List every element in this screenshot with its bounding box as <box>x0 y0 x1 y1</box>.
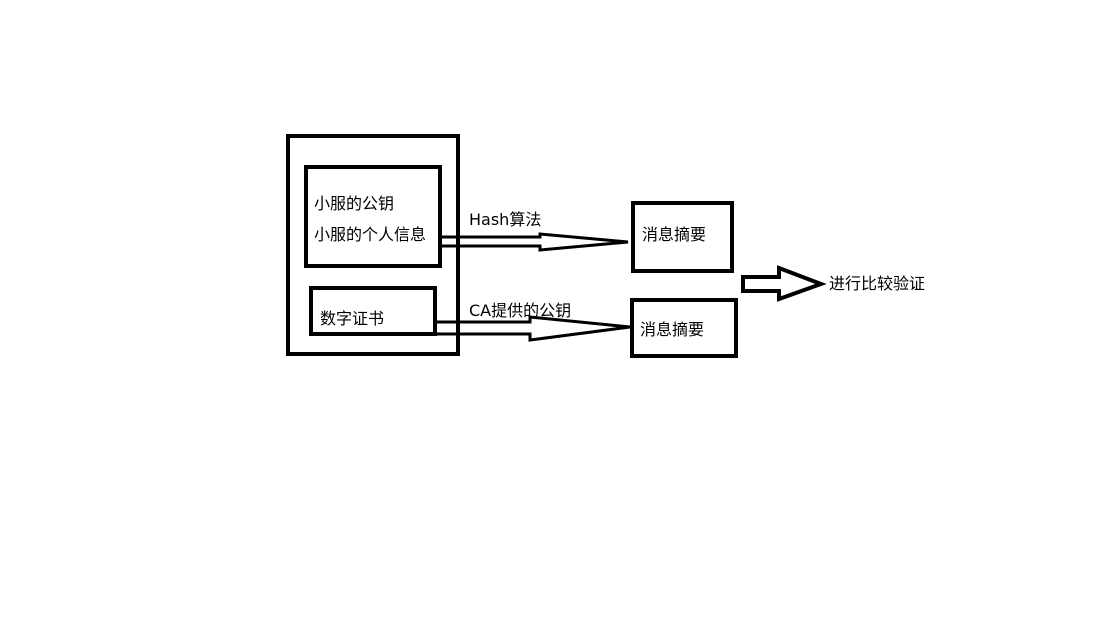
compare-arrow <box>741 265 827 302</box>
certificate-label: 数字证书 <box>320 309 385 328</box>
hash-arrow <box>438 232 629 252</box>
certificate-box <box>309 286 437 336</box>
ca-public-key-label: CA提供的公钥 <box>469 301 572 320</box>
hash-algorithm-label: Hash算法 <box>469 210 542 229</box>
info-line-public-key: 小服的公钥 <box>314 194 395 213</box>
info-line-personal-info: 小服的个人信息 <box>314 225 427 244</box>
digest-box-bottom <box>630 298 738 358</box>
digest-bottom-label: 消息摘要 <box>640 320 705 339</box>
digest-top-label: 消息摘要 <box>642 225 707 244</box>
info-box <box>304 165 442 268</box>
compare-verify-label: 进行比较验证 <box>829 274 926 293</box>
ca-key-arrow <box>433 315 631 342</box>
digest-box-top <box>631 201 734 273</box>
